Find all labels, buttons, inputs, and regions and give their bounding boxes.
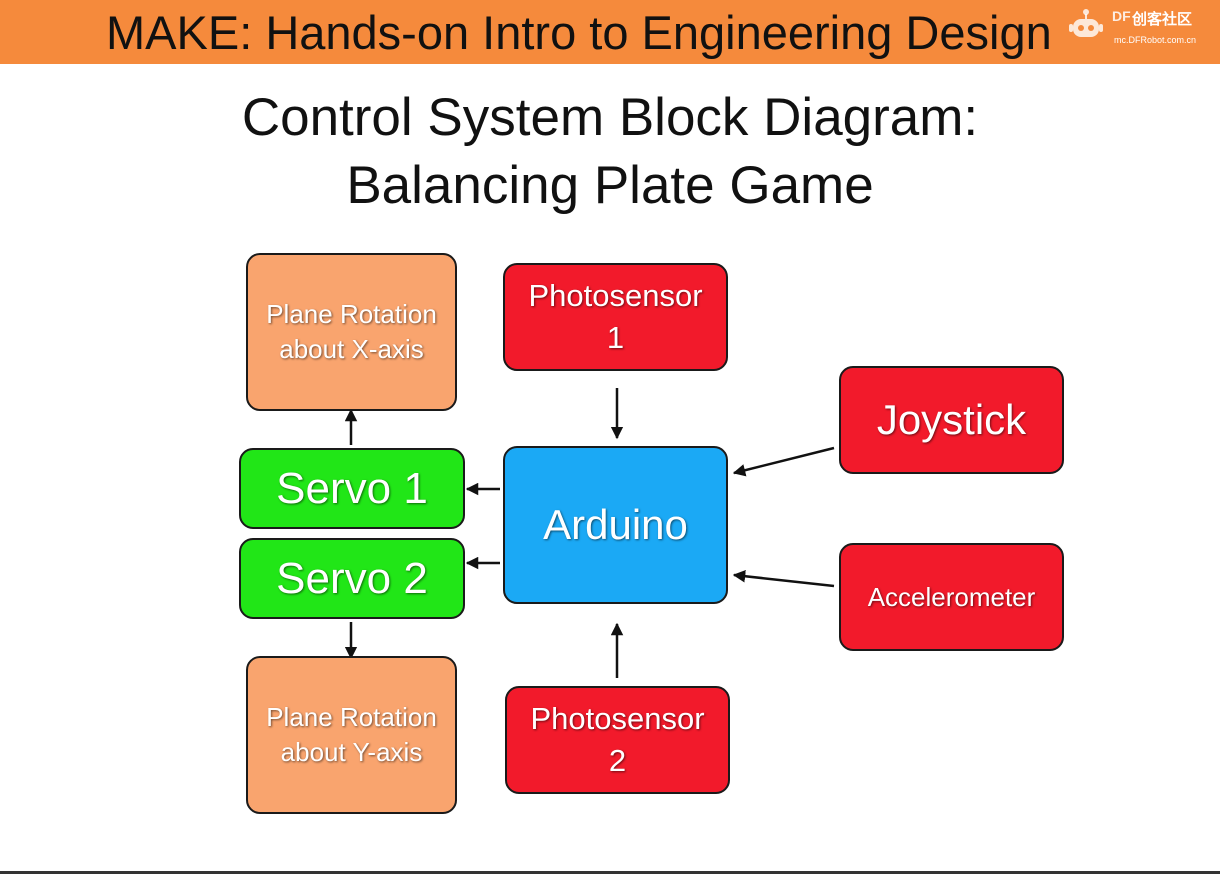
watermark-brand-prefix: DF [1112, 8, 1131, 24]
block-accelerometer: Accelerometer [839, 543, 1064, 651]
arrow-accelerometer-to-arduino [732, 570, 835, 588]
block-plane-rotation-x: Plane Rotation about X-axis [246, 253, 457, 411]
header-bar: MAKE: Hands-on Intro to Engineering Desi… [0, 0, 1220, 64]
block-accelerometer-label: Accelerometer [867, 581, 1036, 612]
dfrobot-watermark: DF 创客社区 mc.DFRobot.com.cn [1062, 4, 1212, 48]
block-joystick: Joystick [839, 366, 1064, 474]
block-servo-2: Servo 2 [239, 538, 465, 619]
block-photosensor-2-line-1: Photosensor [530, 701, 705, 736]
block-photosensor-1: Photosensor 1 [503, 263, 728, 371]
block-servo-2-label: Servo 2 [276, 553, 428, 603]
slide-title-line-1: Control System Block Diagram: [241, 88, 979, 147]
block-servo-1-label: Servo 1 [276, 463, 428, 513]
watermark-url: mc.DFRobot.com.cn [1114, 35, 1197, 45]
bottom-rule [0, 871, 1220, 874]
block-photosensor-1-line-2: 1 [606, 320, 625, 355]
block-joystick-label: Joystick [876, 396, 1027, 443]
block-plane-rotation-y: Plane Rotation about Y-axis [246, 656, 457, 814]
block-plane-rotation-y-line-2: about Y-axis [280, 737, 423, 767]
arrow-joystick-to-arduino [732, 446, 835, 477]
robot-logo-icon [1069, 9, 1103, 37]
block-photosensor-2-line-2: 2 [608, 743, 627, 778]
block-arduino-label: Arduino [543, 501, 688, 548]
block-plane-rotation-x-line-2: about X-axis [279, 334, 424, 364]
block-photosensor-2: Photosensor 2 [505, 686, 730, 794]
header-title: MAKE: Hands-on Intro to Engineering Desi… [106, 6, 1052, 59]
block-servo-1: Servo 1 [239, 448, 465, 529]
watermark-name: 创客社区 [1132, 11, 1193, 28]
block-photosensor-1-line-1: Photosensor [528, 278, 703, 313]
block-plane-rotation-x-line-1: Plane Rotation [266, 299, 437, 329]
block-arduino: Arduino [503, 446, 728, 604]
slide-title: Control System Block Diagram: Balancing … [0, 84, 1220, 220]
slide-title-line-2: Balancing Plate Game [346, 156, 874, 215]
block-plane-rotation-y-line-1: Plane Rotation [266, 702, 437, 732]
